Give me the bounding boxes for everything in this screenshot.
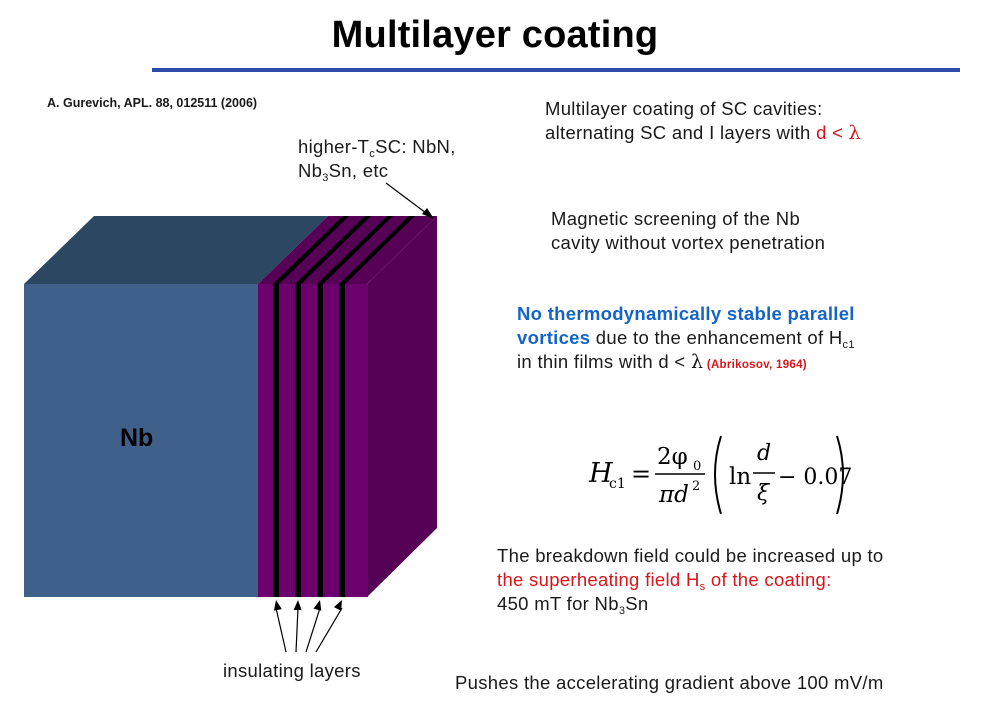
formula-numerator-sub: 0 [693, 459, 701, 474]
insulating-layers-label: insulating layers [223, 660, 361, 681]
coating-pointer-head [422, 208, 434, 219]
title-underline [152, 68, 960, 72]
insulating-layer-top [273, 216, 349, 284]
insulating-layer-front [317, 284, 323, 597]
text-block-breakdown: The breakdown field could be increased u… [497, 545, 884, 617]
insulating-layer-front [339, 284, 345, 597]
nb-block-top [24, 216, 328, 284]
coating-material-label: higher-TcSC: NbN, Nb3Sn, etc [298, 136, 456, 184]
insulating-layer-front [295, 284, 301, 597]
multilayer-diagram [24, 182, 437, 653]
nb-block-front [24, 284, 259, 597]
formula-equals: = [631, 460, 651, 488]
text-block-screening: Magnetic screening of the Nb cavity with… [551, 208, 826, 253]
insulating-layers [273, 216, 415, 597]
formula-ln: ln [729, 464, 751, 490]
formula-right-paren [836, 435, 844, 515]
formula-lhs: H [588, 458, 613, 489]
nb-label: Nb [120, 424, 154, 452]
insulating-arrow-head [313, 600, 322, 611]
formula-denominator: πd [658, 482, 689, 508]
insulating-arrow-shaft [315, 607, 343, 653]
formula-inner-numerator: d [757, 441, 771, 466]
formula-inner-denominator: ξ [757, 481, 771, 506]
text-block-vortices: No thermodynamically stable parallel vor… [517, 303, 855, 373]
hc1-formula: H c1 = 2φ 0 πd 2 ln d ξ − 0.07 [588, 435, 852, 515]
insulating-arrow-head [273, 600, 282, 611]
formula-constant: − 0.07 [778, 465, 852, 490]
coating-side [367, 216, 437, 597]
insulating-arrows [273, 600, 343, 653]
text-block-multilayer: Multilayer coating of SC cavities: alter… [545, 98, 862, 144]
insulating-arrow-shaft [295, 607, 299, 653]
insulating-arrow-shaft [275, 607, 287, 653]
insulating-layer-front [273, 284, 279, 597]
text-block-gradient: Pushes the accelerating gradient above 1… [455, 672, 884, 693]
slide-title: Multilayer coating [331, 14, 659, 56]
insulating-arrow-head [333, 600, 342, 611]
formula-numerator: 2φ [657, 444, 688, 470]
coating-pointer-line [385, 182, 431, 217]
citation: A. Gurevich, APL. 88, 012511 (2006) [47, 96, 258, 110]
insulating-arrow-head [293, 600, 302, 611]
insulating-arrow-shaft [305, 607, 321, 653]
formula-left-paren [714, 435, 722, 515]
insulating-layer-top [339, 216, 415, 284]
insulating-layer-top [295, 216, 371, 284]
formula-lhs-sub: c1 [609, 476, 626, 492]
insulating-layer-top [317, 216, 393, 284]
formula-denominator-sup: 2 [692, 479, 700, 494]
